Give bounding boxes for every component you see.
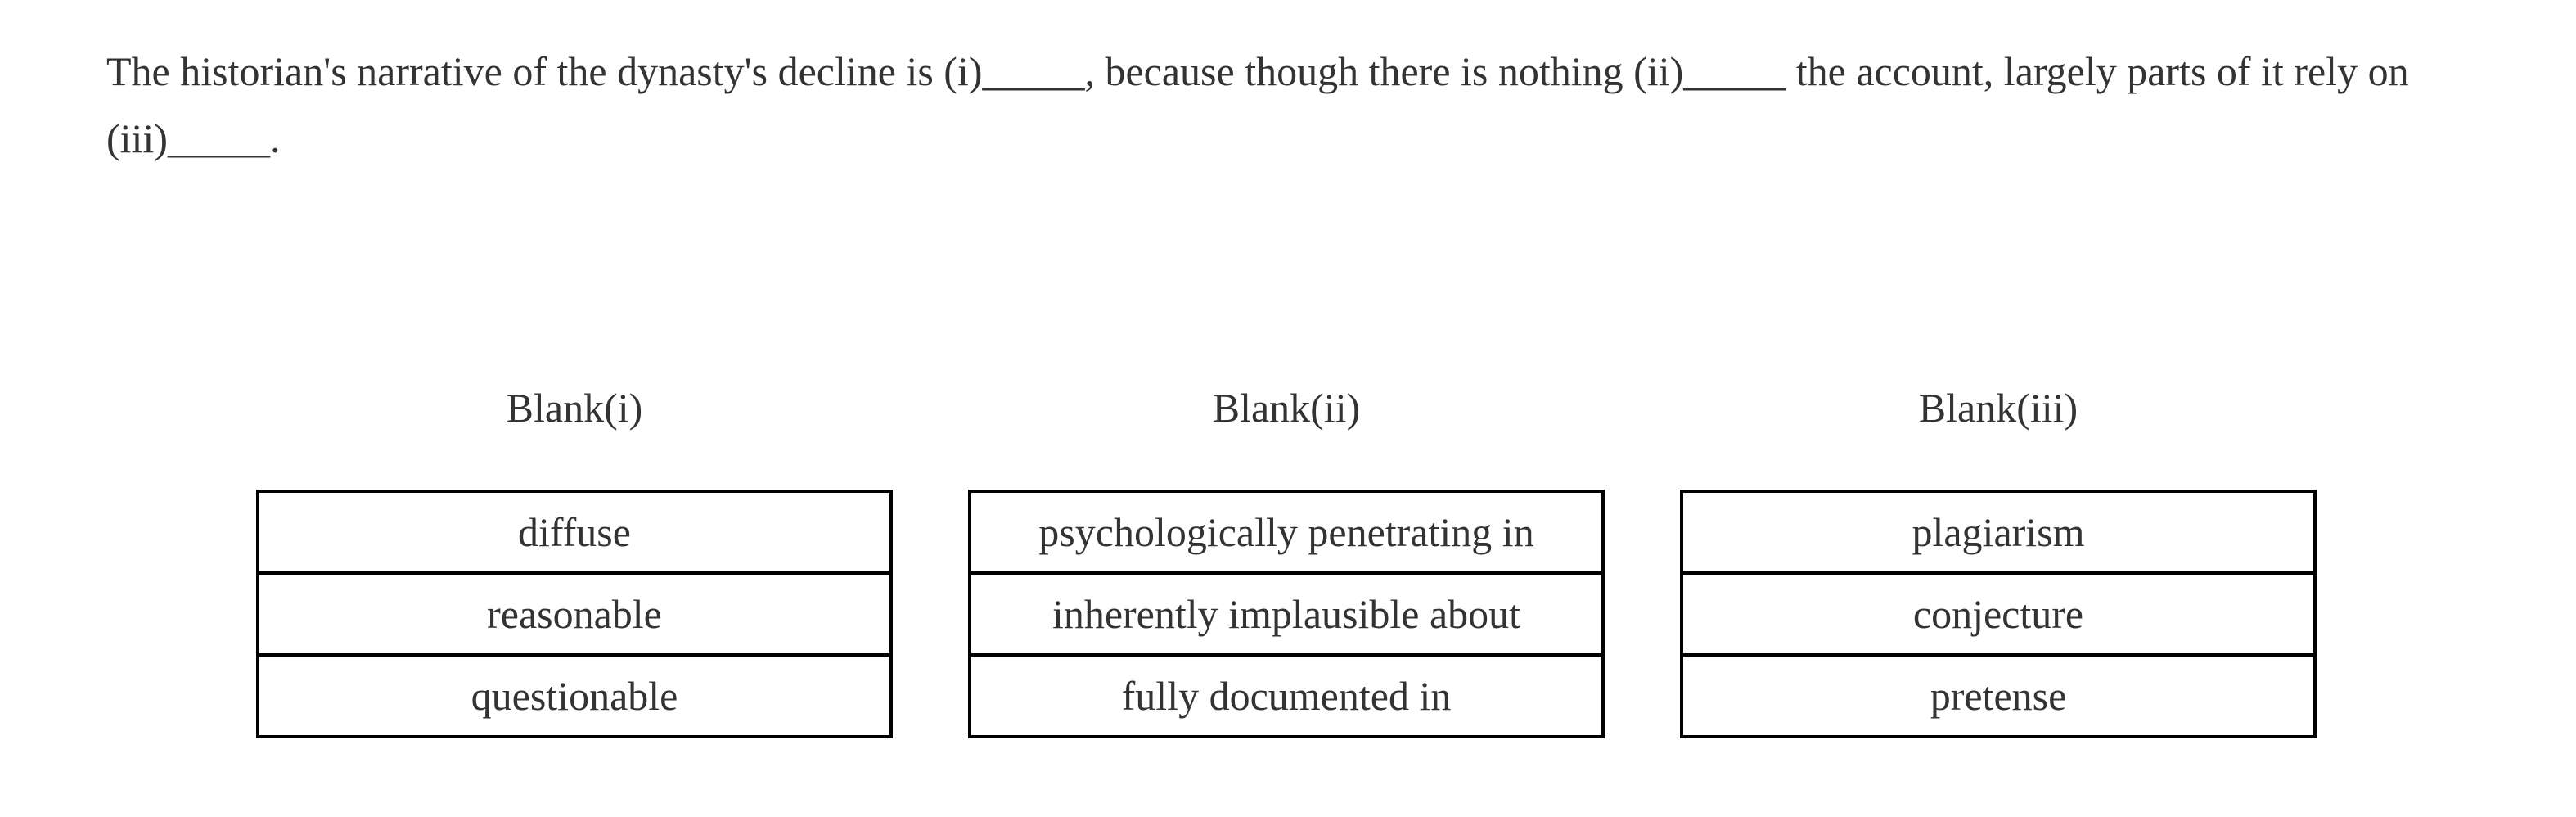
option-cell[interactable]: psychologically penetrating in	[968, 490, 1605, 575]
option-row: conjecture	[1680, 571, 2317, 657]
blank-column-i: Blank(i) diffuse reasonable questionable	[256, 382, 893, 738]
options-table-blank-ii: psychologically penetrating in inherentl…	[968, 490, 1605, 738]
option-row: psychologically penetrating in	[968, 490, 1605, 575]
blank-column-iii: Blank(iii) plagiarism conjecture pretens…	[1680, 382, 2317, 738]
option-cell[interactable]: pretense	[1680, 653, 2317, 738]
option-cell[interactable]: questionable	[256, 653, 893, 738]
option-row: diffuse	[256, 490, 893, 575]
column-header-blank-iii: Blank(iii)	[1918, 385, 2078, 431]
column-header-blank-i: Blank(i)	[506, 385, 643, 431]
option-row: fully documented in	[968, 653, 1605, 738]
option-row: reasonable	[256, 571, 893, 657]
option-cell[interactable]: plagiarism	[1680, 490, 2317, 575]
question-text: The historian's narrative of the dynasty…	[106, 48, 2409, 161]
column-header-blank-ii: Blank(ii)	[1212, 385, 1361, 431]
option-row: inherently implausible about	[968, 571, 1605, 657]
option-row: plagiarism	[1680, 490, 2317, 575]
option-row: pretense	[1680, 653, 2317, 738]
option-cell[interactable]: fully documented in	[968, 653, 1605, 738]
blank-column-ii: Blank(ii) psychologically penetrating in…	[968, 382, 1605, 738]
option-row: questionable	[256, 653, 893, 738]
options-table-blank-iii: plagiarism conjecture pretense	[1680, 490, 2317, 738]
option-cell[interactable]: reasonable	[256, 571, 893, 657]
option-cell[interactable]: diffuse	[256, 490, 893, 575]
option-cell[interactable]: inherently implausible about	[968, 571, 1605, 657]
options-table-blank-i: diffuse reasonable questionable	[256, 490, 893, 738]
option-cell[interactable]: conjecture	[1680, 571, 2317, 657]
